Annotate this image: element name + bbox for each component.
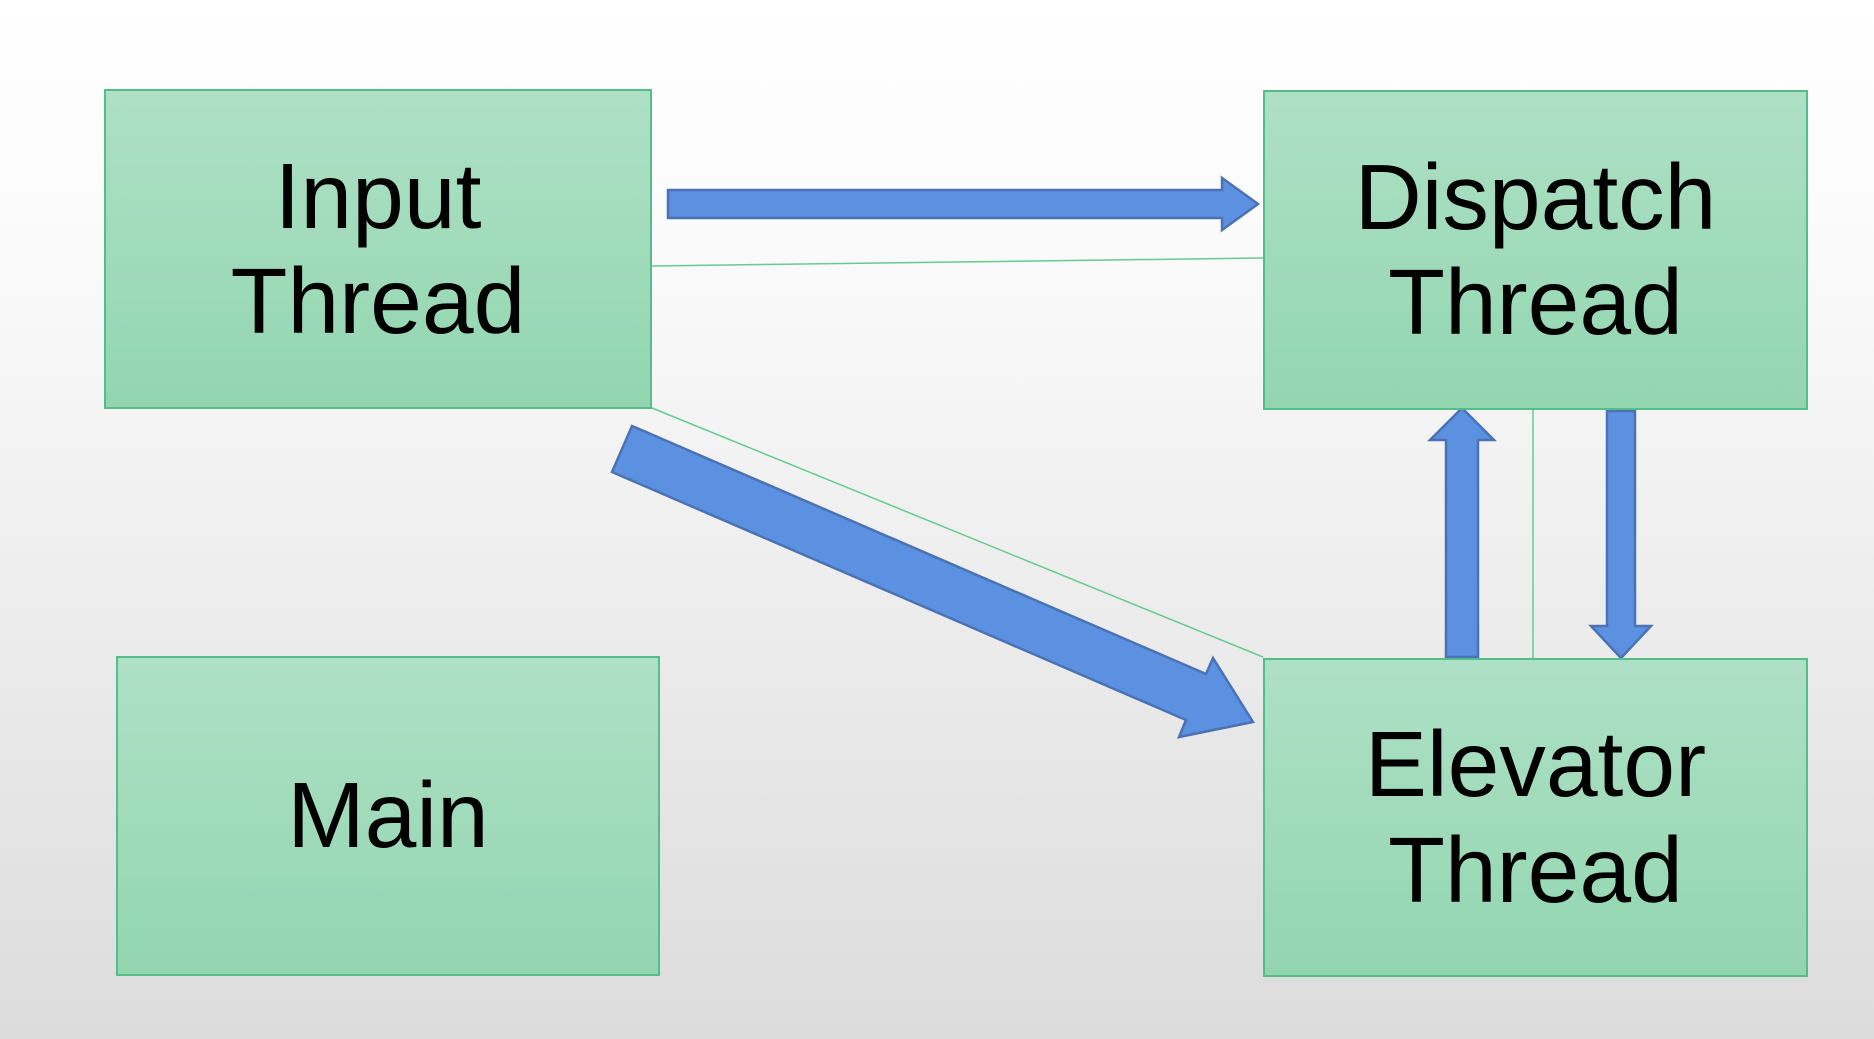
node-dispatch-thread: Dispatch Thread (1263, 90, 1808, 410)
connector-input-elevator (651, 407, 1264, 658)
node-main-label: Main (287, 763, 489, 868)
node-elevator-thread: Elevator Thread (1263, 658, 1808, 977)
arrow-elevator-to-dispatch (1426, 406, 1498, 659)
arrow-input-to-elevator (610, 424, 1256, 739)
node-input-thread-label-line2: Thread (230, 249, 526, 353)
node-dispatch-thread-label-line2: Thread (1388, 250, 1683, 354)
node-input-thread: Input Thread (104, 89, 652, 409)
node-elevator-thread-label-line2: Thread (1388, 817, 1683, 922)
node-main: Main (116, 656, 660, 976)
arrow-input-to-dispatch (666, 175, 1261, 233)
node-input-thread-label-line1: Input (274, 143, 482, 248)
node-dispatch-thread-label-line1: Dispatch (1354, 144, 1717, 249)
arrow-dispatch-to-elevator (1588, 409, 1654, 660)
connector-input-dispatch (651, 257, 1264, 267)
node-elevator-thread-label-line1: Elevator (1364, 712, 1707, 817)
